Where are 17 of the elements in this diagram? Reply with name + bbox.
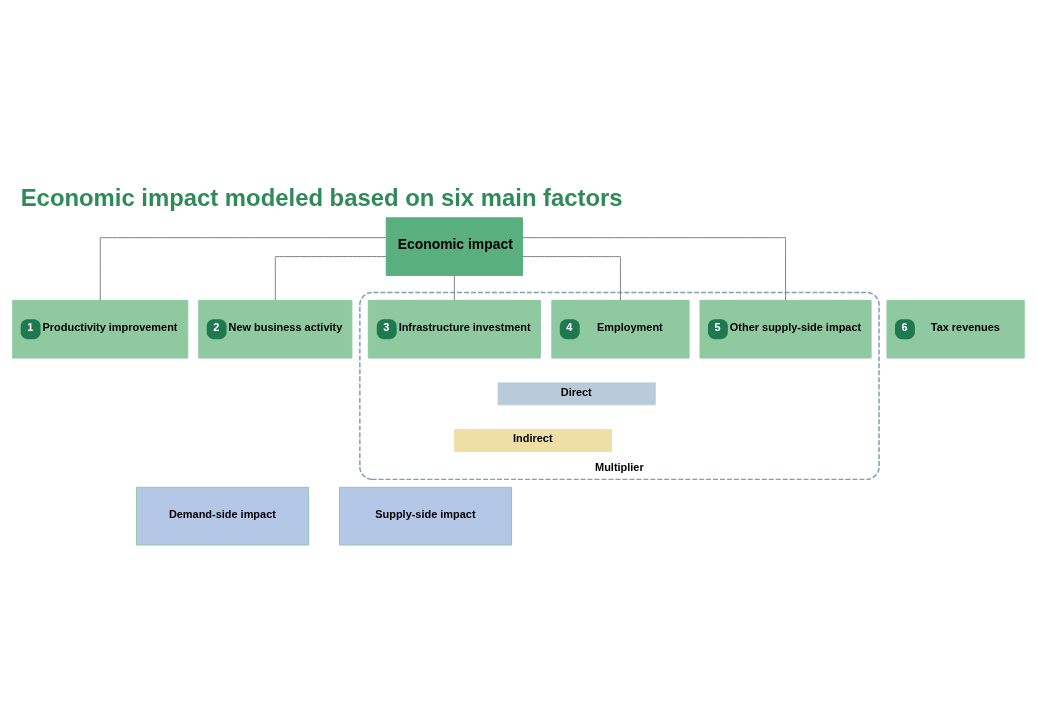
- node-box: Supply-side impact: [338, 486, 513, 545]
- connector: [522, 236, 787, 301]
- connector: [274, 255, 387, 301]
- node-box: Indirect: [453, 428, 612, 452]
- diagram-title: Economic impact modeled based on six main factors: [20, 183, 623, 211]
- connector: [453, 274, 455, 301]
- node-box: 4 Employment: [551, 299, 690, 359]
- connector: [522, 255, 621, 301]
- node-box: 5 Other supply-side impact: [699, 299, 872, 359]
- node-box: Direct: [497, 381, 656, 405]
- node-box: 2 New business activity: [198, 299, 353, 359]
- node-box: 6 Tax revenues: [886, 299, 1025, 359]
- node-box: Economic impact: [385, 216, 523, 276]
- node-box: 1 Productivity improvement: [12, 299, 189, 359]
- node-box: Demand-side impact: [136, 486, 310, 545]
- connector: [99, 236, 387, 301]
- node-box: 3 Infrastructure investment: [367, 299, 541, 359]
